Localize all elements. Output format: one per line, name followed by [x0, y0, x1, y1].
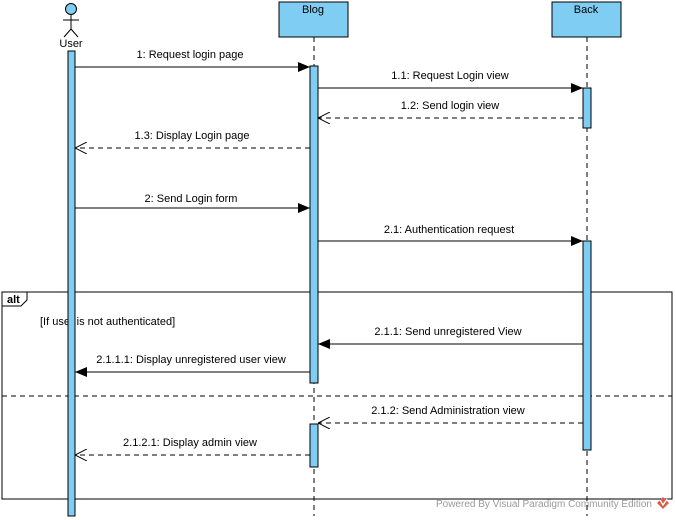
actor-user-label: User — [59, 38, 83, 50]
activation-blog-1 — [309, 65, 319, 384]
message-2-1-2-1[interactable]: 2.1.2.1: Display admin view — [75, 437, 310, 455]
message-2-1-1-1[interactable]: 2.1.1.1: Display unregistered user view — [75, 354, 310, 377]
message-2-label: 2: Send Login form — [145, 193, 238, 205]
message-1-1-label: 1.1: Request Login view — [391, 70, 508, 82]
alt-frame-guard: [If user is not authenticated] — [40, 316, 175, 328]
message-2-1-label: 2.1: Authentication request — [384, 224, 514, 236]
visual-paradigm-logo-icon — [657, 497, 669, 509]
message-2-1-1-label: 2.1.1: Send unregistered View — [374, 326, 521, 338]
message-1-1[interactable]: 1.1: Request Login view — [318, 70, 583, 93]
lifeline-blog-title: Blog — [302, 4, 324, 16]
message-1-label: 1: Request login page — [136, 49, 243, 61]
activation-back-1 — [582, 87, 592, 129]
watermark: Powered By Visual Paradigm Community Edi… — [436, 497, 669, 510]
activation-blog-2 — [309, 423, 319, 468]
message-1-2[interactable]: 1.2: Send login view — [318, 100, 583, 118]
message-2-1[interactable]: 2.1: Authentication request — [318, 224, 583, 246]
lifeline-back-head — [551, 1, 622, 38]
message-1-3-label: 1.3: Display Login page — [135, 130, 250, 142]
message-2-1-2[interactable]: 2.1.2: Send Administration view — [318, 405, 583, 423]
actor-user[interactable]: User — [59, 3, 83, 51]
lifeline-back-title: Back — [574, 4, 599, 16]
alt-frame-tag: alt — [7, 294, 20, 306]
watermark-text: Powered By Visual Paradigm Community Edi… — [436, 499, 652, 510]
message-1-2-label: 1.2: Send login view — [401, 100, 500, 112]
message-2-1-2-label: 2.1.2: Send Administration view — [371, 405, 525, 417]
message-2-1-1-1-label: 2.1.1.1: Display unregistered user view — [96, 354, 286, 366]
message-1[interactable]: 1: Request login page — [75, 49, 310, 72]
message-2[interactable]: 2: Send Login form — [75, 193, 310, 213]
activation-back-2 — [582, 240, 592, 451]
lifeline-blog-head — [278, 1, 349, 38]
activation-user — [67, 50, 76, 517]
message-2-1-2-1-label: 2.1.2.1: Display admin view — [123, 437, 257, 449]
message-2-1-1[interactable]: 2.1.1: Send unregistered View — [318, 326, 583, 349]
message-1-3[interactable]: 1.3: Display Login page — [75, 130, 310, 148]
alt-frame: alt [If user is not authenticated] — [1, 291, 673, 500]
actor-head — [65, 3, 77, 15]
